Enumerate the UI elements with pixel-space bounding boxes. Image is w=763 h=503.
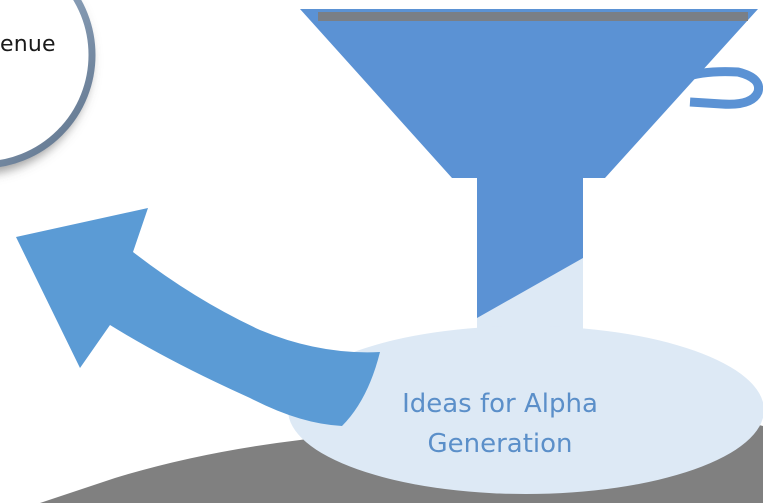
ideas-label-line1: Ideas for Alpha (402, 389, 598, 419)
partial-circle (0, 0, 96, 168)
ideas-ellipse (288, 326, 763, 494)
ideas-label: Ideas for Alpha Generation (375, 384, 625, 464)
funnel-rim (318, 12, 748, 21)
ideas-label-line2: Generation (427, 429, 573, 459)
funnel-icon (300, 9, 763, 318)
circle-partial-label: enue (0, 32, 56, 57)
curved-arrow-icon (16, 208, 380, 426)
